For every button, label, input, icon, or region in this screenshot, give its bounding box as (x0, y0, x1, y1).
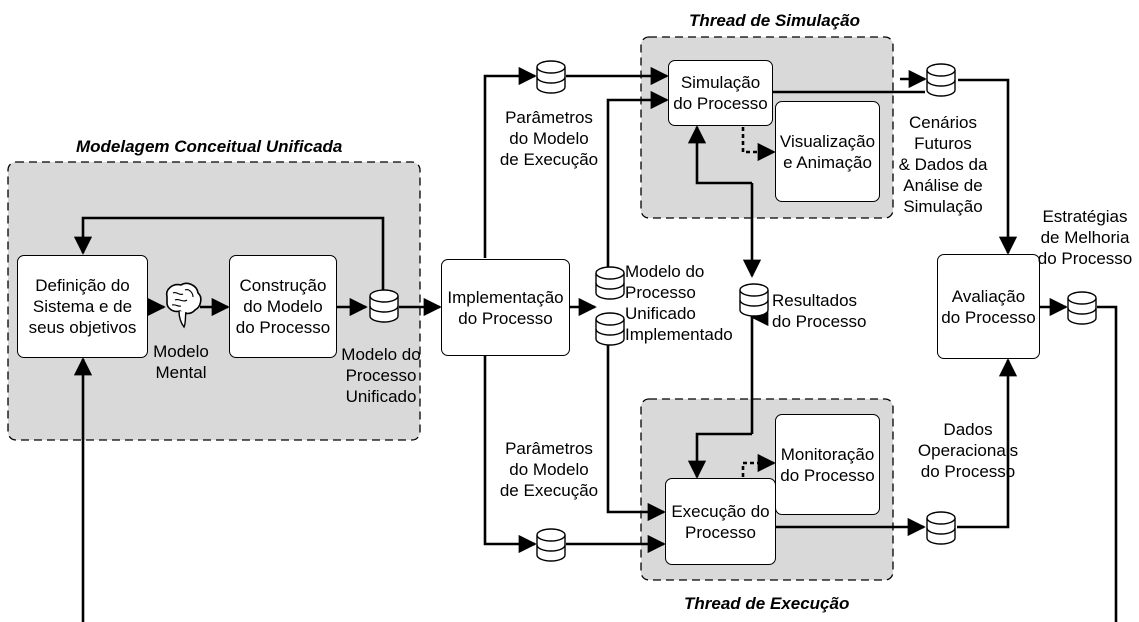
edge-operational-data-to-evaluation (957, 358, 1018, 529)
edge-implemented-model-to-simulation (606, 90, 669, 268)
label-process-results: Resultados do Processo (772, 291, 867, 331)
label-mental-model: Modelo Mental (153, 342, 209, 382)
box-evaluation: Avaliação do Processo (937, 254, 1040, 359)
edge-scenarios-to-evaluation (958, 78, 1018, 255)
label-operational-data: Dados Operacionais do Processo (917, 420, 1019, 481)
box-visualization: Visualização e Animação (775, 101, 880, 202)
box-system-definition: Definição do Sistema e de seus objetivos (17, 255, 148, 358)
edge-simulation-results (687, 125, 752, 185)
edge-implementation-to-params-bottom (483, 356, 537, 554)
group-title-simulation: Thread de Simulação (689, 11, 860, 30)
label-execution-params-top: Parâmetros do Modelo de Execução (499, 108, 599, 169)
label-unified-process-model: Modelo do Processo Unificado (341, 345, 421, 406)
label-implemented-model: Modelo do Processo Unificado Implementad… (625, 262, 733, 344)
edge-implemented-model-to-execution (606, 345, 666, 522)
group-title-execution: Thread de Execução (684, 594, 850, 613)
edge-strategies-out (1097, 305, 1118, 622)
box-model-construction: Construção do Modelo do Processo (229, 255, 337, 358)
edge-execution-to-monitoring (741, 453, 776, 477)
box-monitoring: Monitoração do Processo (775, 414, 880, 515)
label-improvement-strategies: Estratégias de Melhoria do Processo (1037, 207, 1133, 268)
label-future-scenarios: Cenários Futuros & Dados da Análise de S… (898, 113, 988, 216)
box-execution: Execução do Processo (665, 478, 776, 565)
brain-icon (165, 282, 202, 329)
label-execution-params-bottom: Parâmetros do Modelo de Execução (499, 439, 599, 500)
edge-simulation-to-visualization (741, 127, 776, 162)
cylinder-icon (369, 60, 1097, 562)
group-title-conceptual: Modelagem Conceitual Unificada (76, 137, 343, 156)
box-simulation: Simulação do Processo (668, 60, 773, 126)
edge-implementation-to-params-top (483, 66, 537, 258)
edge-results-to-execution (687, 432, 752, 479)
box-implementation: Implementação do Processo (441, 259, 570, 356)
edge-repository-to-definition (73, 216, 385, 295)
